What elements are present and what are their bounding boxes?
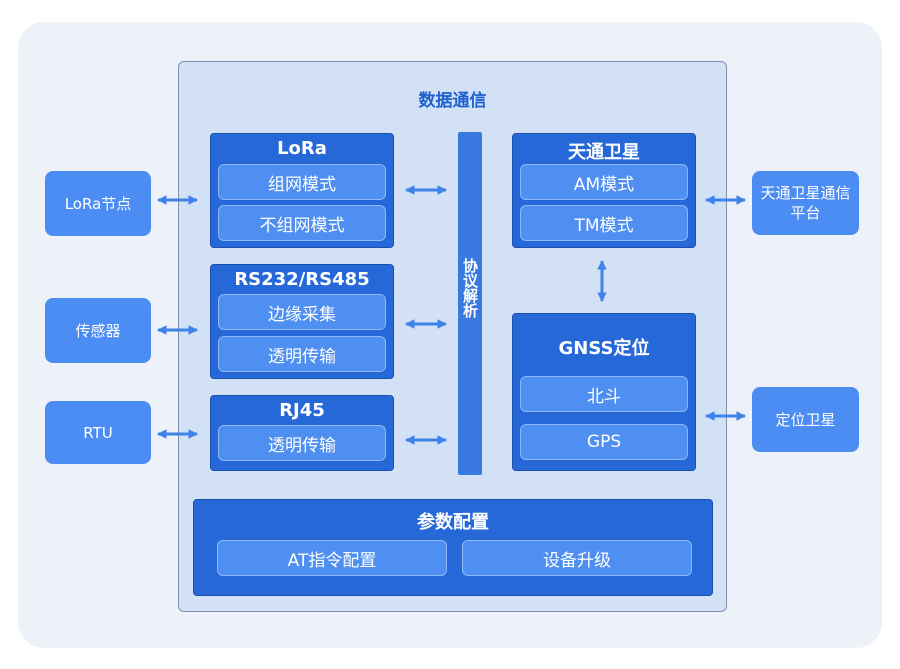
tm-mode-item: TM模式 [520, 205, 688, 241]
rs-transparent-transmission-item: 透明传输 [218, 336, 386, 372]
gnss-title: GNSS定位 [558, 338, 650, 359]
lora-non-networking-mode: 不组网模式 [218, 205, 386, 241]
gps-item: GPS [520, 424, 688, 460]
beidou-item: 北斗 [520, 376, 688, 412]
rs232-rs485-title: RS232/RS485 [234, 269, 370, 290]
protocol-parsing-bus [458, 132, 482, 475]
edge-collection-item: 边缘采集 [218, 294, 386, 330]
rj45-title: RJ45 [279, 400, 325, 421]
lora-module-title: LoRa [277, 138, 327, 159]
data-communication-title: 数据通信 [418, 91, 487, 111]
positioning-satellite: 定位卫星 [752, 387, 859, 452]
protocol-parsing-label: 协议解析 [461, 258, 479, 318]
at-command-config-item: AT指令配置 [217, 540, 447, 576]
parameter-config-title: 参数配置 [417, 512, 489, 533]
lora-networking-mode: 组网模式 [218, 164, 386, 200]
sensor-node: 传感器 [45, 298, 151, 363]
am-mode-item: AM模式 [520, 164, 688, 200]
device-upgrade-item: 设备升级 [462, 540, 692, 576]
lora-node: LoRa节点 [45, 171, 151, 236]
rj45-transparent-transmission-item: 透明传输 [218, 425, 386, 461]
tiantong-satellite-platform: 天通卫星通信平台 [752, 171, 859, 235]
rtu-node: RTU [45, 401, 151, 464]
tiantong-satellite-title: 天通卫星 [568, 142, 640, 163]
